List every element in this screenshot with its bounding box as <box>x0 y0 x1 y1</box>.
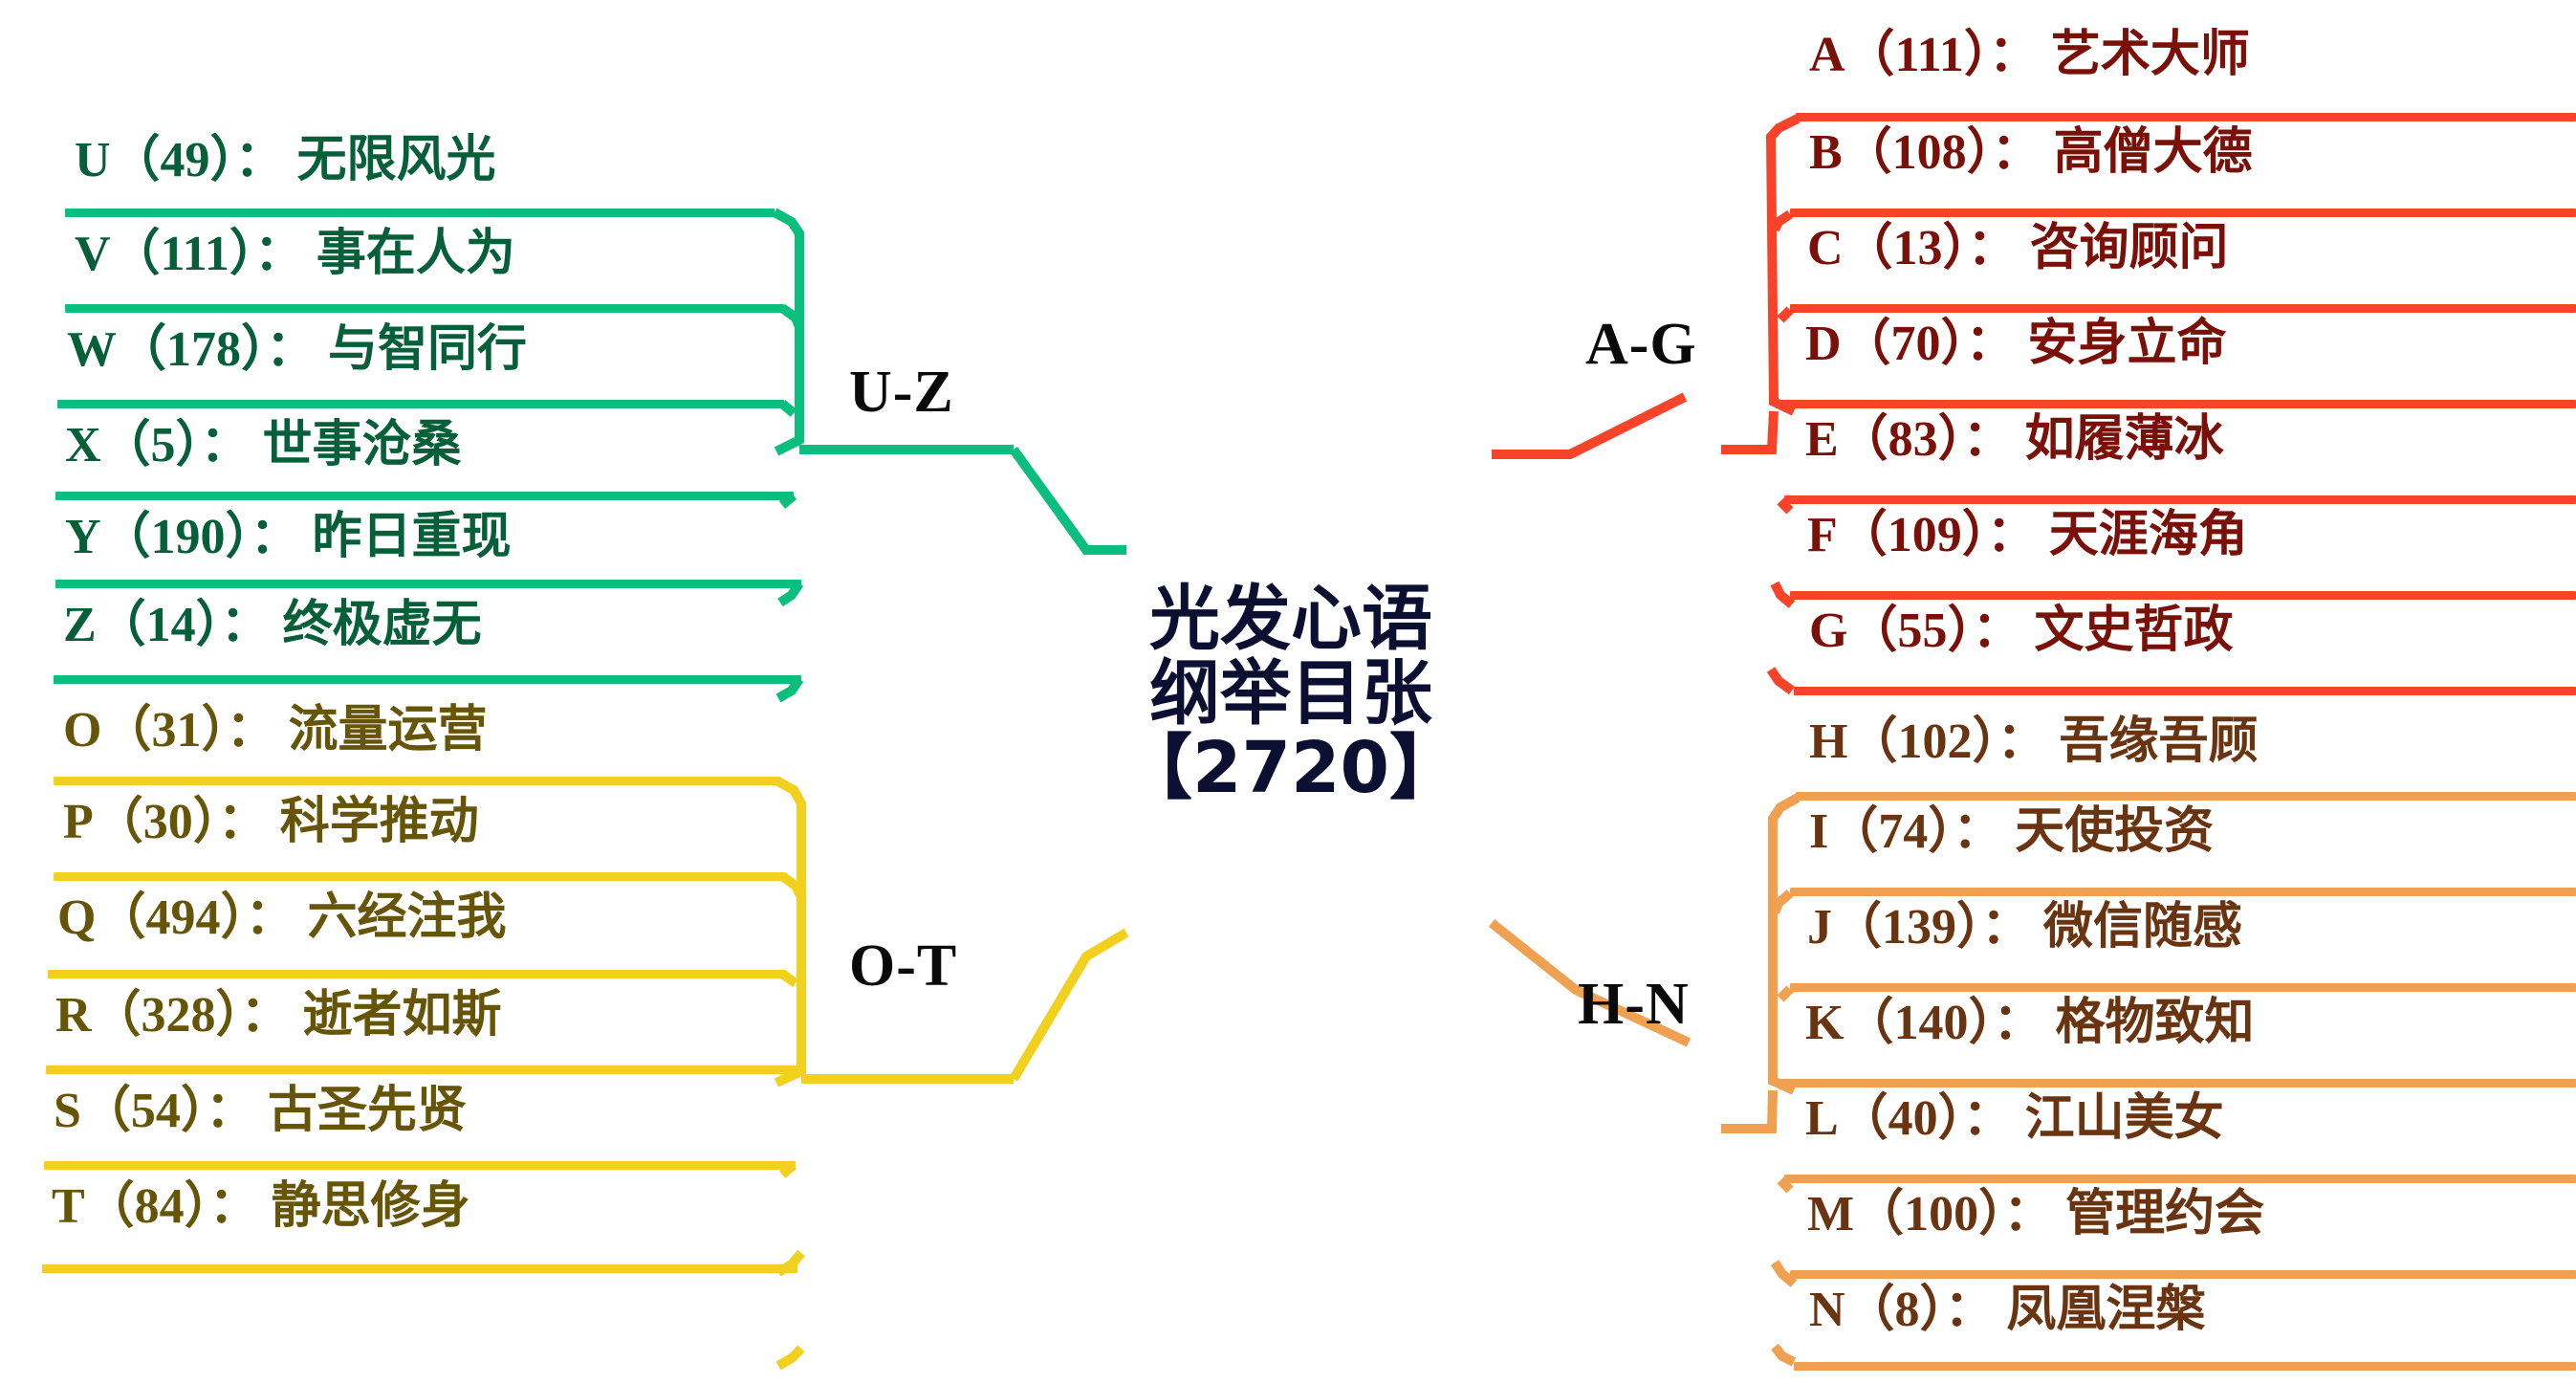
leaf-rule-h <box>1796 792 2576 801</box>
leaf-label-x: X（5）： 世事沧桑 <box>65 418 462 472</box>
leaf-label-d: D（70）： 安身立命 <box>1805 317 2227 371</box>
leaf-label-o: O（31）： 流量运营 <box>63 703 488 758</box>
leaf-rule-r <box>46 1065 801 1074</box>
leaf-label-n: N（8）： 凤凰涅槃 <box>1809 1283 2206 1337</box>
leaf-item-l[interactable]: L（40）： 江山美女 <box>1794 1092 2549 1153</box>
connector-o-t <box>774 776 1129 1371</box>
connector-h-n <box>1488 793 1801 1367</box>
branch-label-h-n[interactable]: H-N <box>1578 972 1690 1037</box>
leaf-rule-d <box>1779 400 2576 408</box>
leaf-rule-m <box>1790 1270 2576 1279</box>
leaf-item-r[interactable]: R（328）： 逝者如斯 <box>46 989 773 1050</box>
leaf-rule-t <box>42 1264 797 1273</box>
leaf-item-k[interactable]: K（140）： 格物致知 <box>1794 997 2549 1058</box>
leaf-rule-q <box>48 970 786 978</box>
leaf-rule-u <box>65 209 775 217</box>
leaf-label-r: R（328）： 逝者如斯 <box>55 988 502 1043</box>
leaf-item-e[interactable]: E（83）： 如履薄冰 <box>1794 413 2549 474</box>
leaf-label-m: M（100）： 管理约会 <box>1807 1187 2265 1241</box>
leaf-rule-p <box>54 872 786 881</box>
leaf-label-u: U（49）： 无限风光 <box>75 133 496 187</box>
leaf-label-t: T（84）： 静思修身 <box>52 1179 470 1234</box>
leaf-item-i[interactable]: I（74）： 天使投资 <box>1798 805 2553 867</box>
leaf-label-w: W（178）： 与智同行 <box>67 322 528 377</box>
leaf-item-f[interactable]: F（109）： 天涯海角 <box>1796 509 2551 570</box>
connector-u-z <box>772 208 1126 703</box>
center-line-2: 纲举目张 <box>1149 652 1432 735</box>
leaf-item-c[interactable]: C（13）： 咨询顾问 <box>1796 222 2551 283</box>
leaf-label-p: P（30）： 科学推动 <box>63 795 479 849</box>
leaf-item-o[interactable]: O（31）： 流量运营 <box>54 704 771 765</box>
leaf-label-c: C（13）： 咨询顾问 <box>1807 221 2229 275</box>
leaf-item-j[interactable]: J（139）： 微信随感 <box>1796 901 2551 962</box>
branch-label-u-z[interactable]: U-Z <box>849 360 954 425</box>
leaf-rule-o <box>54 777 780 785</box>
leaf-item-y[interactable]: Y（190）： 昨日重现 <box>55 511 773 572</box>
leaf-label-k: K（140）： 格物致知 <box>1805 996 2255 1050</box>
leaf-rule-g <box>1794 687 2576 695</box>
leaf-item-b[interactable]: B（108）： 高僧大德 <box>1798 126 2553 187</box>
leaf-rule-y <box>55 580 801 588</box>
leaf-label-q: Q（494）： 六经注我 <box>57 890 507 945</box>
leaf-label-i: I（74）： 天使投资 <box>1809 804 2215 859</box>
leaf-item-a[interactable]: A（111）： 艺术大师 <box>1798 29 2553 90</box>
leaf-label-v: V（111）： 事在人为 <box>75 227 515 281</box>
leaf-item-t[interactable]: T（84）： 静思修身 <box>42 1180 769 1241</box>
leaf-item-d[interactable]: D（70）： 安身立命 <box>1794 318 2549 379</box>
leaf-rule-k <box>1779 1079 2576 1087</box>
leaf-item-v[interactable]: V（111）： 事在人为 <box>65 228 773 289</box>
leaf-item-z[interactable]: Z（14）： 终极虚无 <box>54 599 771 660</box>
center-line-3: 【2720】 <box>1122 727 1460 809</box>
leaf-item-x[interactable]: X（5）： 世事沧桑 <box>55 419 773 480</box>
branch-label-a-g[interactable]: A-G <box>1585 312 1697 377</box>
leaf-rule-i <box>1790 888 2576 896</box>
leaf-rule-n <box>1794 1362 2576 1371</box>
leaf-label-b: B（108）： 高僧大德 <box>1809 125 2253 180</box>
leaf-label-z: Z（14）： 终极虚无 <box>63 598 482 652</box>
leaf-label-e: E（83）： 如履薄冰 <box>1805 412 2224 467</box>
leaf-label-g: G（55）： 文史哲政 <box>1809 604 2234 658</box>
leaf-label-y: Y（190）： 昨日重现 <box>65 510 512 564</box>
leaf-item-p[interactable]: P（30）： 科学推动 <box>54 796 771 857</box>
connector-a-g <box>1492 114 1801 695</box>
leaf-rule-v <box>65 304 784 313</box>
leaf-label-a: A（111）： 艺术大师 <box>1809 28 2250 82</box>
leaf-label-l: L（40）： 江山美女 <box>1805 1091 2224 1146</box>
center-node[interactable]: 光发心语 纲举目张 【2720】 <box>1081 582 1501 805</box>
leaf-label-s: S（54）： 古圣先贤 <box>54 1084 467 1138</box>
center-line-1: 光发心语 <box>1149 578 1432 660</box>
leaf-rule-z <box>54 675 801 684</box>
leaf-item-h[interactable]: H（102）： 吾缘吾顾 <box>1798 715 2553 777</box>
leaf-rule-j <box>1790 983 2576 992</box>
leaf-rule-e <box>1784 495 2576 504</box>
leaf-item-u[interactable]: U（49）： 无限风光 <box>65 134 773 195</box>
leaf-item-q[interactable]: Q（494）： 六经注我 <box>48 891 775 953</box>
leaf-rule-w <box>57 400 784 408</box>
leaf-rule-x <box>55 492 794 500</box>
leaf-label-f: F（109）： 天涯海角 <box>1807 508 2248 562</box>
leaf-rule-s <box>44 1161 796 1170</box>
leaf-item-n[interactable]: N（8）： 凤凰涅槃 <box>1798 1284 2553 1345</box>
leaf-rule-l <box>1784 1175 2576 1183</box>
leaf-rule-f <box>1790 591 2576 600</box>
leaf-item-s[interactable]: S（54）： 古圣先贤 <box>44 1085 771 1146</box>
leaf-rule-c <box>1790 304 2576 313</box>
leaf-label-h: H（102）： 吾缘吾顾 <box>1809 714 2259 769</box>
leaf-item-g[interactable]: G（55）： 文史哲政 <box>1798 604 2553 666</box>
leaf-rule-a <box>1796 113 2576 121</box>
leaf-label-j: J（139）： 微信随感 <box>1807 900 2243 955</box>
leaf-rule-b <box>1790 209 2576 217</box>
leaf-item-w[interactable]: W（178）： 与智同行 <box>57 323 775 384</box>
leaf-item-m[interactable]: M（100）： 管理约会 <box>1796 1188 2551 1249</box>
branch-label-o-t[interactable]: O-T <box>849 934 958 999</box>
